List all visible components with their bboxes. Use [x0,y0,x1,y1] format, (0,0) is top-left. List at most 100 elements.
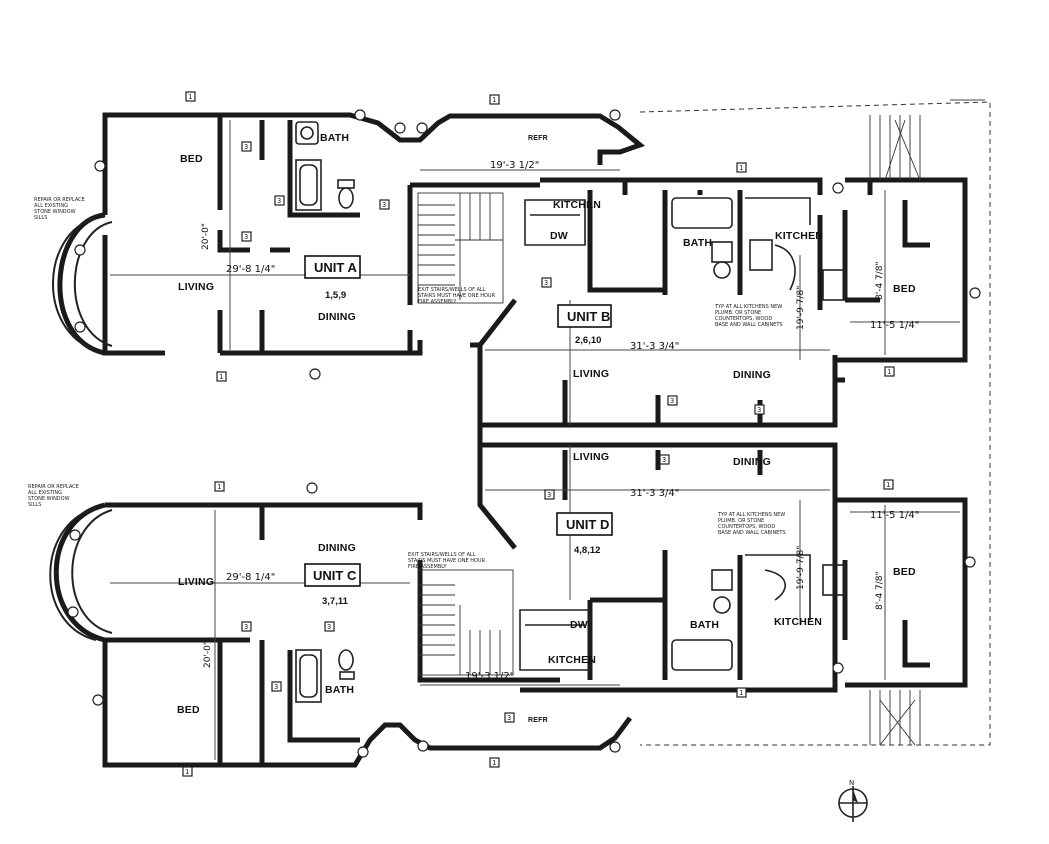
unit-a-title: UNIT A [314,260,357,275]
tag-marker [609,741,621,753]
unit-b-kitchen-right-label: KITCHEN [775,230,823,242]
unit-d-floors: 4,8,12 [574,545,600,556]
unit-d-dining-label: DINING [733,456,771,468]
unit-c-living-label: LIVING [178,576,214,588]
tag-marker: 3 [379,199,390,210]
unit-d-refr-label: REFR [528,717,548,724]
svg-text:3: 3 [382,201,386,209]
lower-floor-walls [49,442,968,768]
adjacent-property-line [639,99,991,746]
unit-titles: UNIT A 1,5,9 UNIT B 2,6,10 UNIT D 4,8,12… [304,255,613,607]
svg-text:3: 3 [670,397,674,405]
svg-text:1: 1 [887,368,891,376]
svg-text:3: 3 [274,683,278,691]
svg-text:1: 1 [886,481,890,489]
tag-marker [832,662,844,674]
unit-c-title: UNIT C [313,568,357,583]
unit-c-living-depth: 20'-0" [203,641,213,668]
svg-text:1: 1 [185,768,189,776]
unit-d-bed-width: 11'-5 1/4" [870,510,919,521]
tag-marker [92,694,104,706]
tag-marker [309,368,321,380]
svg-text:3: 3 [244,143,248,151]
unit-a-bed-label: BED [180,153,203,165]
tag-marker: 3 [241,231,252,242]
tag-marker: 1 [489,757,500,768]
exterior-stairs [869,115,921,746]
tag-marker [394,122,406,134]
tag-marker: 1 [185,91,196,102]
tag-marker: 3 [754,404,765,415]
tag-marker: 3 [544,489,555,500]
tag-marker [357,746,369,758]
unit-d-living-label: LIVING [573,451,609,463]
unit-a-living-label: LIVING [178,281,214,293]
north-arrow-label: N [849,779,854,787]
tag-marker: 3 [241,141,252,152]
svg-text:3: 3 [507,714,511,722]
unit-a-bath-label: BATH [320,132,349,144]
tag-marker [354,109,366,121]
svg-text:3: 3 [547,491,551,499]
tag-marker [417,740,429,752]
unit-c-floors: 3,7,11 [322,596,349,607]
unit-d-bed-depth: 8'-4 7/8" [875,571,885,610]
unit-b-depth: 19'-9 7/8" [796,286,806,330]
unit-b-bed-width: 11'-5 1/4" [870,320,919,331]
unit-d-kitchen-right-label: KITCHEN [774,616,822,628]
svg-text:3: 3 [277,197,281,205]
bay-note-top: REPAIR OR REPLACE ALL EXISTING STONE WIN… [34,197,85,221]
unit-b-living-label: LIVING [573,368,609,380]
tag-marker: 3 [541,277,552,288]
tag-marker: 1 [884,366,895,377]
unit-d-title: UNIT D [566,517,609,532]
svg-text:3: 3 [327,623,331,631]
unit-d-dw-label: DW [570,619,588,631]
unit-c-bed-label: BED [177,704,200,716]
reference-tags: 1 1 3 3 3 3 1 3 1 1 3 3 3 3 1 1 3 3 3 1 … [67,91,981,777]
svg-text:1: 1 [217,483,221,491]
upper-stair [417,192,504,304]
bay-note-bottom: REPAIR OR REPLACE ALL EXISTING STONE WIN… [28,484,79,508]
unit-d-living-width: 31'-3 3/4" [630,488,679,499]
tag-marker: 3 [274,195,285,206]
tag-marker [74,244,86,256]
tag-marker: 1 [883,479,894,490]
unit-a-floors: 1,5,9 [325,290,346,301]
top-kitchen-width: 19'-3 1/2" [490,160,539,171]
unit-b-floors: 2,6,10 [575,335,601,346]
tag-marker [964,556,976,568]
room-labels: BED BATH LIVING DINING KITCHEN DW BATH K… [177,132,916,724]
unit-b-bed-label: BED [893,283,916,295]
svg-text:1: 1 [739,164,743,172]
unit-a-living-depth: 20'-0" [201,223,211,250]
tag-marker: 1 [736,687,747,698]
tag-marker [306,482,318,494]
kitchen-note-top: TYP AT ALL KITCHENS NEW PLUMB. OR STONE … [715,304,783,328]
tag-marker [94,160,106,172]
lower-stair [417,569,514,676]
tag-marker: 1 [214,481,225,492]
stair-note-top: EXIT STAIRS/WELLS OF ALL STAIRS MUST HAV… [418,287,496,305]
tag-marker: 3 [659,454,670,465]
dimension-labels: 29'-8 1/4" 29'-8 1/4" 20'-0" 20'-0" 19'-… [201,160,919,682]
unit-d-title-box: UNIT D 4,8,12 [556,512,613,556]
unit-b-bed-depth: 8'-4 7/8" [875,261,885,300]
unit-c-title-box: UNIT C 3,7,11 [304,563,361,607]
unit-a-living-width: 29'-8 1/4" [226,264,275,275]
tag-marker: 1 [216,371,227,382]
unit-b-dining-label: DINING [733,369,771,381]
unit-c-bath-label: BATH [325,684,354,696]
stair-note-bottom: EXIT STAIRS/WELLS OF ALL STAIRS MUST HAV… [408,552,486,570]
svg-text:1: 1 [492,759,496,767]
unit-c-dining-label: DINING [318,542,356,554]
annotation-notes: EXIT STAIRS/WELLS OF ALL STAIRS MUST HAV… [28,197,786,570]
unit-b-title-box: UNIT B 2,6,10 [557,304,612,346]
bottom-kitchen-width: 19'-3 1/2" [465,671,514,682]
tag-marker [69,529,81,541]
unit-b-title: UNIT B [567,309,610,324]
upper-floor-walls [52,112,968,445]
tag-marker: 1 [736,162,747,173]
tag-marker [969,287,981,299]
